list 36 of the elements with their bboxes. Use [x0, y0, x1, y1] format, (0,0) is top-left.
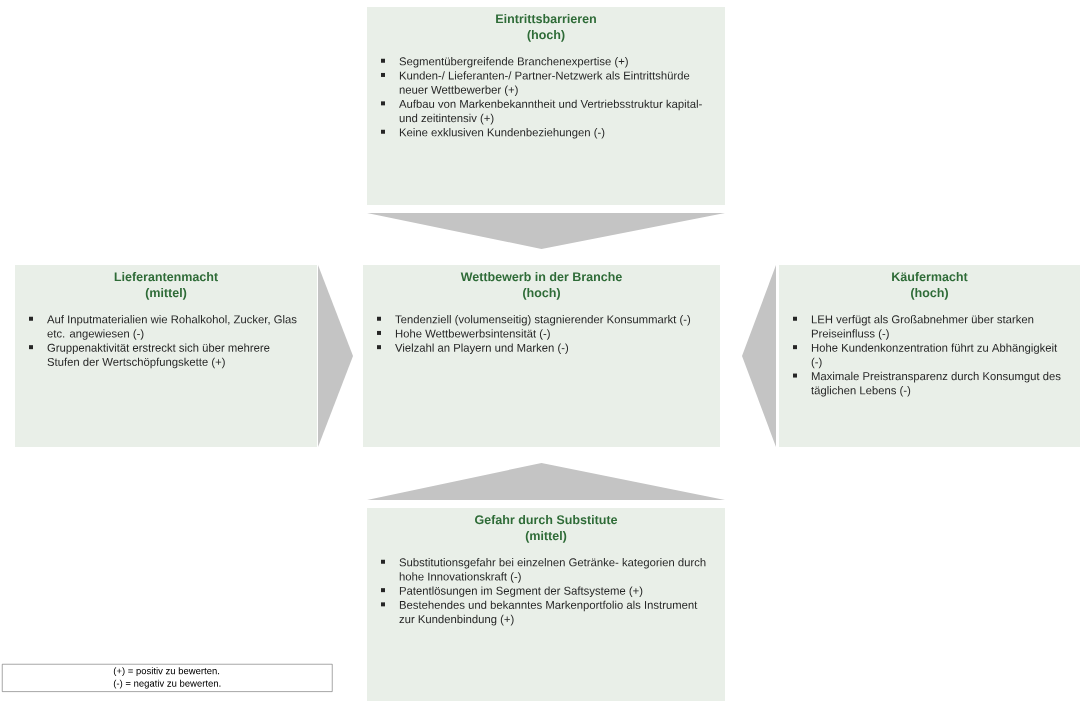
bullet-item: Bestehendes und bekanntes Markenportfolio als Instrument zur Kundenbindung (+): [381, 600, 698, 626]
box-heading: Wettbewerb in der Branche: [460, 272, 622, 282]
force-box: [363, 265, 720, 447]
box-heading: (hoch): [911, 288, 948, 300]
force-box: [367, 7, 725, 205]
bullet-item: Auf Inputmaterialien wie Rohalkohol, Zucker, Glas etc. angewiesen (-): [29, 315, 297, 340]
box-heading: (hoch): [527, 30, 565, 42]
bullet-item: Vielzahl an Playern und Marken (-): [377, 343, 569, 354]
bullet-item: Maximale Preistransparenz durch Konsumgut des täglichen Lebens (-): [793, 371, 1061, 397]
force-box: [367, 508, 725, 701]
bullet-item: Hohe Kundenkonzentration führt zu Abhängigkeit (-): [793, 343, 1058, 369]
force-box: [779, 265, 1080, 447]
bullet-item: Gruppenaktivität erstreckt sich über mehrere Stufen der Wertschöpfungskette (+): [29, 343, 270, 369]
bullet-item: Segmentübergreifende Branchenexpertise (+): [381, 57, 628, 68]
bullet-item: LEH verfügt als Großabnehmer über starken Preiseinfluss (-): [793, 315, 1034, 340]
chevron-arrow: [367, 463, 725, 500]
box-heading: (hoch): [523, 288, 560, 300]
bullet-item: Keine exklusiven Kundenbeziehungen (-): [381, 128, 605, 139]
bullet-item: Hohe Wettbewerbsintensität (-): [377, 329, 550, 340]
footnote: (+) = positiv zu bewerten.: [113, 667, 220, 677]
chevron-arrow: [742, 265, 776, 447]
box-heading: Gefahr durch Substitute: [475, 515, 618, 525]
chevron-arrow: [367, 213, 725, 249]
box-heading: (mittel): [145, 288, 187, 300]
box-heading: Käufermacht: [892, 272, 968, 282]
bullet-item: Kunden-/ Lieferanten-/ Partner-Netzwerk als Eintrittshürde neuer Wettbewerber (+): [381, 71, 690, 96]
footnote: (-) = negativ zu bewerten.: [113, 679, 221, 689]
box-heading: Eintrittsbarrieren: [496, 14, 596, 24]
box-heading: (mittel): [525, 531, 567, 543]
chevron-arrow: [318, 265, 353, 447]
bullet-item: Substitutionsgefahr bei einzelnen Getränke- kategorien durch hohe Innovationskraft (-): [381, 558, 706, 583]
force-box: [15, 265, 317, 447]
bullet-item: Tendenziell (volumenseitig) stagnierender Konsummarkt (-): [377, 315, 691, 326]
box-heading: Lieferantenmacht: [114, 272, 218, 282]
bullet-item: Aufbau von Markenbekanntheit und Vertriebsstruktur kapital- und zeitintensiv (+): [381, 99, 702, 125]
bullet-item: Patentlösungen im Segment der Saftsysteme (+): [381, 586, 643, 597]
